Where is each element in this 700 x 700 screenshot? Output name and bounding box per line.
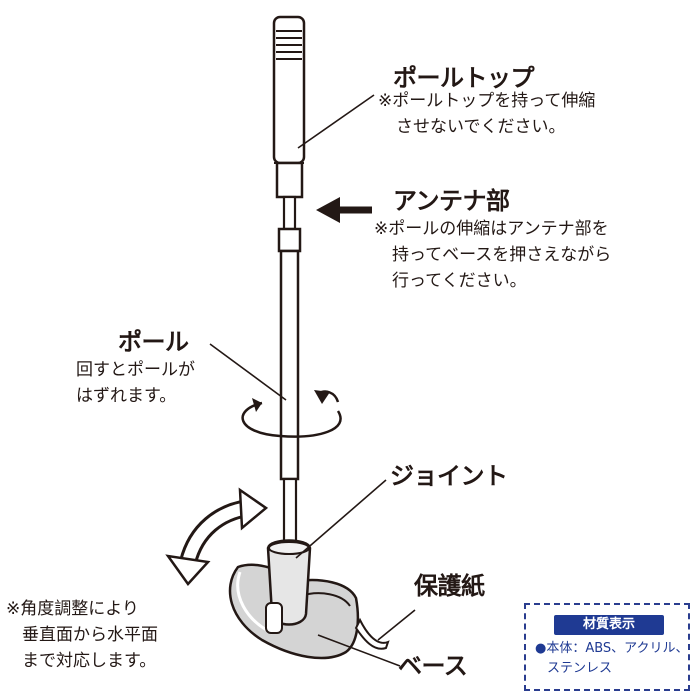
pole-top-sleeve	[275, 161, 304, 199]
pole-note-line: 回すとポールが	[76, 360, 195, 380]
joint-title: ジョイント	[390, 462, 508, 490]
leader-line-pole-top	[297, 94, 375, 149]
protective-paper	[354, 617, 390, 650]
pole-note: 回すとポールが はずれます。	[76, 357, 195, 409]
pole-top-note: ※ポールトップを持って伸縮 させないでください。	[378, 88, 595, 140]
antenna-indicator-arrow-icon	[316, 197, 372, 223]
material-line: ステンレス	[547, 661, 613, 676]
rotate-arrow-icon	[241, 390, 342, 438]
material-body: ●本体：ABS、アクリル、 ステンレス	[535, 639, 690, 679]
angle-note-line: まで対応します。	[22, 651, 157, 671]
antenna-note-line: 行ってください。	[392, 271, 527, 291]
pole-title: ポール	[118, 328, 189, 356]
antenna-note-line: 持ってベースを押さえながら	[392, 245, 612, 265]
pole-note-line: はずれます。	[76, 386, 177, 406]
antenna-collar	[277, 227, 302, 253]
material-title: 材質表示	[554, 615, 664, 635]
pole-top-note-line: させないでください。	[396, 117, 566, 137]
antenna-note-line: ※ポールの伸縮はアンテナ部を	[374, 219, 609, 239]
pole-top-note-line: ※ポールトップを持って伸縮	[378, 91, 596, 111]
angle-note: ※角度調整により 垂直面から水平面 まで対応します。	[6, 596, 158, 674]
pole-top-title: ポールトップ	[393, 64, 535, 92]
antenna-rod	[282, 195, 297, 231]
material-info-box: 材質表示 ●本体：ABS、アクリル、 ステンレス	[524, 603, 690, 691]
leader-line-pole	[209, 343, 287, 401]
angle-note-line: 垂直面から水平面	[22, 625, 158, 645]
material-line: ●本体：ABS、アクリル、	[535, 641, 689, 656]
angle-note-line: ※角度調整により	[6, 599, 139, 619]
antenna-note: ※ポールの伸縮はアンテナ部を 持ってベースを押さえながら 行ってください。	[374, 216, 611, 294]
antenna-title: アンテナ部	[393, 187, 510, 215]
leader-line-protective-paper	[377, 609, 416, 641]
joint	[265, 539, 312, 634]
pole-shaft	[279, 249, 300, 481]
protective-paper-title: 保護紙	[414, 572, 485, 600]
pole-lower-shaft	[282, 477, 298, 543]
pole-top-cap	[272, 15, 306, 165]
base-title: ベース	[398, 652, 468, 680]
leader-line-joint	[295, 479, 387, 559]
leader-line-base	[317, 634, 401, 667]
angle-adjust-arrow-icon	[165, 487, 269, 586]
